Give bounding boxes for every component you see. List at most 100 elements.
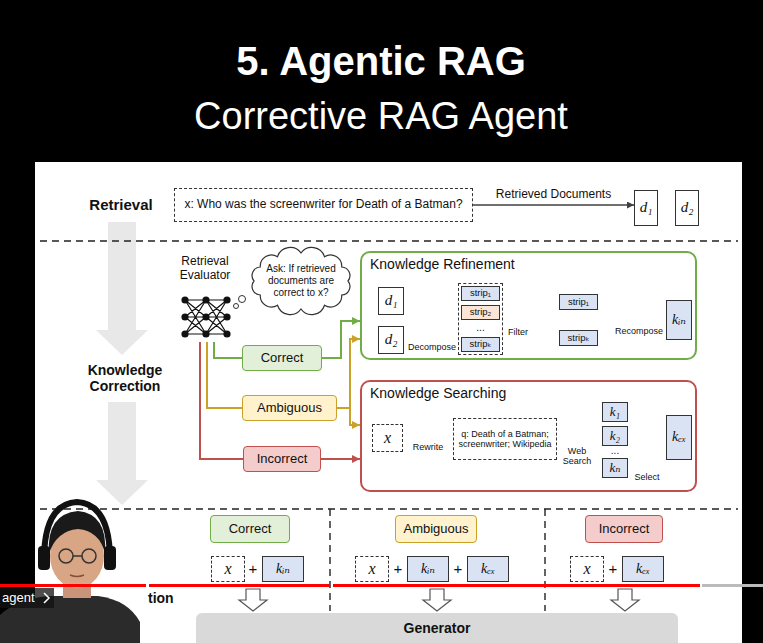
plus-sign: + bbox=[249, 560, 258, 577]
box-label: Retrieval Evaluator bbox=[168, 254, 242, 283]
box-label: k₂ bbox=[610, 429, 620, 444]
document-box: d₂ bbox=[675, 190, 699, 226]
box-label: Correct bbox=[261, 351, 304, 366]
box-label: kₙ bbox=[609, 461, 620, 476]
chapter-chevron bbox=[44, 593, 49, 603]
cloud-outline bbox=[252, 247, 350, 314]
network-node bbox=[202, 296, 209, 303]
incorrect-box: Incorrect bbox=[243, 446, 321, 472]
box-label: Ambiguous bbox=[403, 522, 468, 537]
dashed-divider bbox=[544, 509, 545, 611]
query-box: x bbox=[211, 556, 245, 582]
dashed-divider bbox=[40, 508, 738, 510]
strip-box: strip₂ bbox=[461, 305, 500, 320]
step-label: Decompose bbox=[408, 342, 456, 352]
knowledge-box: k₂ bbox=[602, 426, 628, 446]
connector bbox=[214, 342, 242, 358]
network-node bbox=[223, 313, 230, 320]
box-label: Ask: If retrieved documents are correct … bbox=[260, 263, 342, 299]
row-label: Retrieval bbox=[89, 196, 152, 213]
network-icon bbox=[185, 300, 227, 334]
progress-bar bbox=[702, 584, 763, 587]
knowledge-box: kᵢₙ bbox=[407, 556, 449, 582]
connector bbox=[207, 342, 242, 408]
connector bbox=[200, 342, 243, 459]
connector bbox=[337, 339, 360, 408]
box-label: x bbox=[224, 560, 231, 578]
panel-heading: Knowledge Searching bbox=[370, 385, 687, 401]
plus-sign: + bbox=[454, 560, 463, 577]
strip-group: ... strip₁ strip₂ stripₖ bbox=[458, 283, 503, 355]
knowledge-box: kₑₓ bbox=[666, 415, 692, 460]
box-label: kₑₓ bbox=[481, 561, 495, 577]
box-label: kᵢₙ bbox=[276, 561, 290, 577]
dashed-divider bbox=[40, 240, 738, 242]
chapter-backdrop bbox=[0, 588, 54, 608]
thought-bubble bbox=[239, 296, 246, 303]
network-node bbox=[181, 313, 188, 320]
strip-box: strip₁ bbox=[559, 294, 598, 310]
presenter-glasses bbox=[59, 549, 73, 563]
presenter-hair bbox=[49, 511, 106, 554]
box-label: ... bbox=[459, 322, 502, 334]
progress-bar bbox=[0, 584, 146, 587]
query-box: x bbox=[570, 556, 604, 582]
knowledge-box: kᵢₙ bbox=[262, 556, 304, 582]
presenter-headphones bbox=[38, 546, 50, 570]
network-node bbox=[202, 313, 209, 320]
box-label: kᵢₙ bbox=[672, 312, 686, 328]
network-node bbox=[181, 296, 188, 303]
flow-arrow bbox=[96, 222, 148, 355]
connector bbox=[473, 204, 634, 205]
box-label: kᵢₙ bbox=[421, 561, 435, 577]
box-label: Ambiguous bbox=[257, 401, 322, 416]
thought-bubble bbox=[234, 304, 239, 309]
row-label: Knowledge Correction bbox=[75, 362, 175, 394]
step-label: Recompose bbox=[615, 326, 663, 336]
flow-arrow bbox=[96, 402, 148, 505]
query-box: x: Who was the screenwriter for Death of… bbox=[174, 188, 473, 222]
box-label: q: Death of a Batman; screenwriter; Wiki… bbox=[457, 429, 553, 450]
box-label: Correct bbox=[229, 522, 272, 537]
slide-title: 5. Agentic RAG bbox=[236, 38, 526, 84]
box-label: kₑₓ bbox=[636, 561, 650, 577]
strip-box: stripₖ bbox=[461, 337, 500, 352]
slide-subtitle: Corrective RAG Agent bbox=[194, 95, 568, 139]
presenter-glasses bbox=[73, 555, 82, 557]
ambiguous-box: Ambiguous bbox=[395, 515, 477, 543]
box-label: stripₖ bbox=[470, 339, 492, 350]
box-label: kₑₓ bbox=[672, 429, 686, 445]
document-box: d₂ bbox=[378, 326, 404, 354]
ellipsis: ... bbox=[611, 445, 619, 457]
knowledge-box: kₑₓ bbox=[622, 556, 664, 582]
knowledge-box: kₙ bbox=[602, 458, 628, 478]
box-label: x bbox=[368, 560, 375, 578]
strip-box: strip₁ bbox=[461, 286, 500, 301]
box-label: strip₂ bbox=[470, 307, 492, 318]
progress-bar bbox=[149, 584, 330, 587]
correct-box: Correct bbox=[242, 345, 322, 371]
thought-cloud: Ask: If retrieved documents are correct … bbox=[246, 245, 356, 317]
knowledge-box: k₁ bbox=[602, 402, 628, 422]
box-label: d₁ bbox=[385, 292, 398, 309]
box-label: Incorrect bbox=[257, 452, 308, 467]
connector-label: Retrieved Documents bbox=[496, 188, 611, 202]
box-label: Incorrect bbox=[599, 522, 650, 537]
box-label: strip₁ bbox=[568, 297, 589, 308]
slide-panel bbox=[35, 162, 742, 643]
partial-text: tion bbox=[148, 590, 174, 606]
network-node bbox=[202, 330, 209, 337]
box-label: x: Who was the screenwriter for Death of… bbox=[184, 198, 462, 212]
ambiguous-box: Ambiguous bbox=[242, 395, 337, 421]
correct-box: Correct bbox=[210, 515, 290, 543]
network-node bbox=[223, 330, 230, 337]
step-label: Web Search bbox=[560, 446, 594, 467]
network-node bbox=[223, 296, 230, 303]
down-arrow bbox=[239, 589, 267, 611]
plus-sign: + bbox=[394, 560, 403, 577]
box-label: d₁ bbox=[640, 199, 653, 216]
chapter-title: agent bbox=[2, 591, 35, 606]
query-box: x bbox=[355, 556, 389, 582]
presenter-headphones bbox=[104, 546, 116, 570]
generator-bar: Generator bbox=[196, 613, 678, 643]
